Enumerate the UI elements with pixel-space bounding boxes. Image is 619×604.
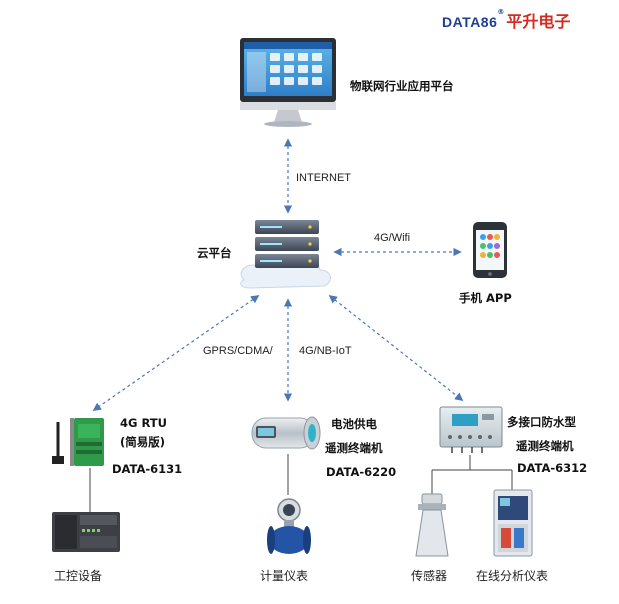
- sensor-label: 传感器: [411, 569, 448, 583]
- multi-terminal-icon: [439, 406, 503, 453]
- rtu-model: DATA-6131: [112, 462, 183, 476]
- plc-label: 工控设备: [54, 569, 103, 583]
- cloud-label: 云平台: [197, 246, 232, 260]
- brand-registered-mark: ®: [497, 8, 505, 16]
- rtu-name-line1: 4G RTU: [120, 416, 167, 430]
- rtu-name-line2: (简易版): [120, 435, 166, 449]
- analyzer-icon: [493, 489, 533, 557]
- cloud-server-icon: [240, 220, 331, 289]
- sensor-icon: [415, 493, 449, 557]
- meter-terminal-line2: 遥测终端机: [325, 441, 383, 455]
- wifi-label: 4G/Wifi: [374, 232, 411, 244]
- flow-meter-icon: [267, 498, 311, 554]
- rtu-icon: [52, 418, 104, 466]
- brand-chinese: 平升电子: [506, 12, 571, 31]
- platform-label: 物联网行业应用平台: [350, 79, 454, 93]
- plc-icon: [52, 512, 120, 552]
- app-label: 手机 APP: [459, 291, 512, 305]
- multi-terminal-line2: 遥测终端机: [516, 439, 574, 453]
- brand-logo: DATA86®平升电子: [442, 8, 612, 31]
- monitor-icon: [240, 38, 336, 127]
- meter-terminal-icon: [251, 416, 321, 450]
- phone-icon: [473, 222, 507, 278]
- multi-terminal-model: DATA-6312: [517, 461, 588, 475]
- multi-link: [328, 294, 464, 402]
- brand-latin: DATA86: [442, 14, 498, 30]
- meter-terminal-line1: 电池供电: [331, 417, 377, 431]
- analyzer-label: 在线分析仪表: [476, 569, 549, 583]
- meter-label: 计量仪表: [260, 569, 309, 583]
- nbiot-label: 4G/NB-IoT: [299, 345, 352, 357]
- multi-branch-lines: [431, 455, 513, 494]
- meter-terminal-model: DATA-6220: [326, 465, 397, 479]
- internet-label: INTERNET: [296, 172, 351, 184]
- gprs-label: GPRS/CDMA/: [203, 345, 273, 357]
- multi-terminal-line1: 多接口防水型: [507, 415, 576, 429]
